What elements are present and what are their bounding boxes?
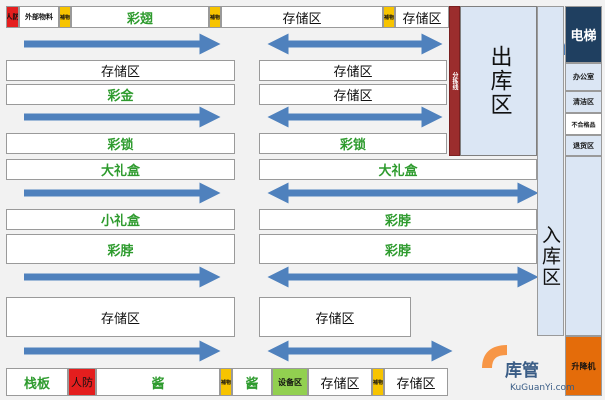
storage-zone: 存储区 [259,297,411,337]
equipment-zone: 设备区 [272,368,308,396]
fill-zone: 補物 [220,368,232,396]
top-civil-defense-zone: 人防 [6,6,19,28]
civil-defense-zone: 人防 [68,368,96,396]
storage-zone: 存储区 [395,6,449,28]
color-lock-zone: 彩锁 [259,133,447,154]
inbound-side [565,156,602,336]
storage-zone: 存储区 [259,84,447,105]
nonconforming-zone: 不合格品 [565,113,602,135]
color-lock-zone: 彩锁 [6,133,235,154]
large-gift-box-zone: 大礼盒 [6,159,235,180]
fill-zone: 補物 [209,6,221,28]
cleaning-zone: 清洁区 [565,91,602,113]
small-gift-box-zone: 小礼盒 [6,209,235,230]
watermark-site: KuGuanYi.com [510,383,575,393]
return-zone: 退货区 [565,135,602,156]
pallet-zone: 栈板 [6,368,68,396]
sauce-zone: 酱 [232,368,272,396]
office: 办公室 [565,63,602,91]
color-neck-zone: 彩脖 [259,209,537,230]
color-neck-zone: 彩脖 [6,234,235,264]
colorful-wings-zone: 彩翅 [71,6,209,28]
color-gold-zone: 彩金 [6,84,235,105]
watermark-logo: 库管 [505,361,539,381]
storage-zone: 存储区 [308,368,372,396]
fill-zone: 補物 [383,6,395,28]
storage-zone: 存储区 [259,60,447,81]
storage-zone: 存储区 [6,60,235,81]
outbound-zone: 出库区 [460,6,537,156]
storage-zone: 存储区 [384,368,448,396]
large-gift-box-zone: 大礼盒 [259,159,537,180]
sorting-line: 分拣线 [449,6,460,156]
sauce-zone: 酱 [96,368,220,396]
storage-zone: 存储区 [6,297,235,337]
lift-truck: 升降机 [565,336,602,396]
color-neck-zone: 彩脖 [259,234,537,264]
inbound-zone: 入库区 [537,6,564,336]
elevator: 电梯 [565,6,602,63]
fill-zone: 補物 [372,368,384,396]
turn-arrow [482,345,508,369]
storage-zone: 存储区 [221,6,383,28]
external-materials-zone: 外部物料 [19,6,59,28]
fill-zone: 補物 [59,6,71,28]
